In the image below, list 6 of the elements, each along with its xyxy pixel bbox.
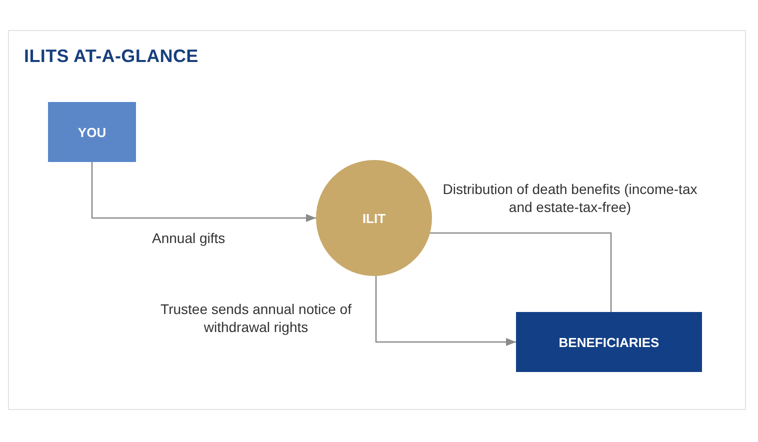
connector-arrow <box>91 162 316 222</box>
connector-arrow <box>375 276 516 346</box>
person-box: YOU <box>48 102 136 162</box>
trust-circle: ILIT <box>316 160 432 276</box>
beneficiaries-box: BENEFICIARIES <box>516 312 702 372</box>
diagram-title: ILITS AT-A-GLANCE <box>24 46 198 67</box>
